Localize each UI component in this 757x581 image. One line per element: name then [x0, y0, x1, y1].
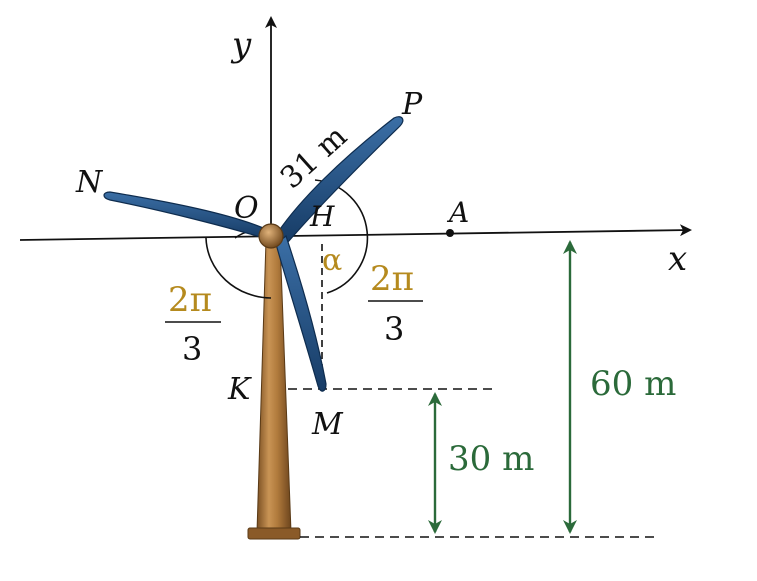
label-h: H — [309, 200, 335, 233]
y-axis-label: y — [230, 25, 252, 65]
point-a-dot — [446, 229, 454, 237]
rotor-hub — [258, 223, 284, 249]
label-m: M — [311, 407, 344, 442]
label-60m: 60 m — [590, 364, 676, 404]
x-axis-label: x — [668, 239, 687, 279]
angle-right-numerator: 2π — [370, 259, 414, 299]
label-a: A — [446, 196, 469, 229]
angle-left-numerator: 2π — [168, 280, 212, 320]
angle-right-denominator: 3 — [384, 310, 404, 348]
angle-arc-left — [205, 237, 272, 299]
tower — [247, 239, 301, 540]
label-alpha: α — [322, 243, 342, 278]
blade-m — [275, 234, 327, 392]
label-n: N — [75, 165, 104, 200]
blade-p — [277, 116, 404, 243]
label-o: O — [234, 191, 259, 226]
label-k: K — [227, 372, 252, 407]
label-p: P — [401, 87, 423, 122]
blade-n — [103, 191, 269, 239]
rotor-blades — [103, 116, 404, 392]
label-30m: 30 m — [448, 439, 534, 479]
x-axis — [19, 224, 692, 241]
angle-left-denominator: 3 — [182, 330, 202, 368]
